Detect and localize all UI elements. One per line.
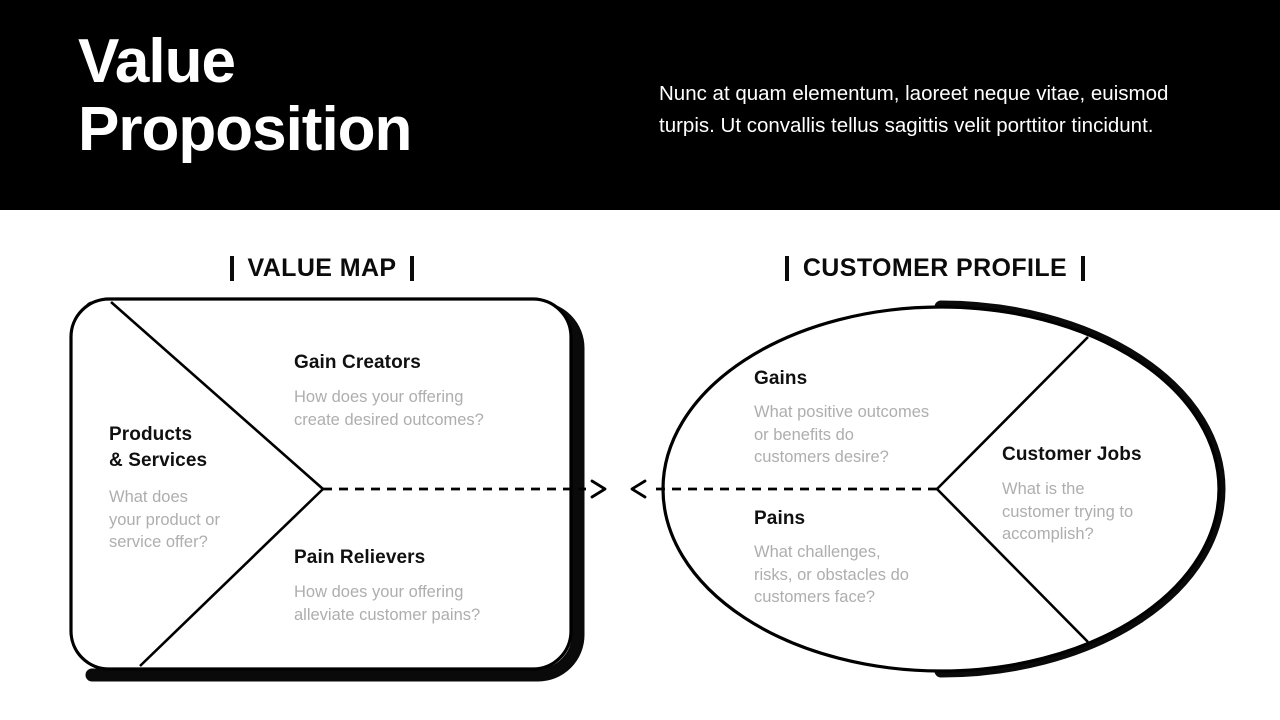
block-products-services: Products & Services What does your produ…	[109, 422, 289, 554]
block-gain-creators-title: Gain Creators	[294, 352, 421, 373]
block-gains-description: What positive outcomes or benefits do cu…	[754, 403, 930, 466]
page-title: Value Proposition	[78, 27, 412, 164]
block-pains: Pains What challenges, risks, or obstacl…	[754, 506, 954, 609]
section-heading-value-map-label: VALUE MAP	[247, 253, 397, 282]
block-customer-jobs-title: Customer Jobs	[1002, 444, 1142, 465]
vertical-bar-icon	[229, 255, 234, 281]
value-map-divider-upper	[110, 301, 324, 490]
customer-profile-divider-lower	[936, 488, 1089, 643]
vertical-bar-icon	[1081, 255, 1086, 281]
page-subtitle: Nunc at quam elementum, laoreet neque vi…	[659, 82, 1169, 137]
block-customer-jobs: Customer Jobs What is the customer tryin…	[1002, 442, 1192, 546]
vertical-bar-icon	[410, 255, 415, 281]
section-heading-customer-profile-label: CUSTOMER PROFILE	[802, 253, 1068, 282]
value-map-shape	[69, 297, 573, 671]
value-map-divider-lower	[139, 488, 324, 667]
vertical-bar-icon	[784, 255, 789, 281]
block-pain-relievers: Pain Relievers How does your offering al…	[294, 545, 544, 626]
section-heading-value-map: VALUE MAP	[132, 252, 512, 284]
block-products-services-title: Products & Services	[109, 424, 208, 471]
block-gains: Gains What positive outcomes or benefits…	[754, 366, 969, 469]
block-pains-description: What challenges, risks, or obstacles do …	[754, 543, 909, 606]
block-gains-title: Gains	[754, 368, 808, 389]
block-products-services-description: What does your product or service offer?	[109, 488, 220, 551]
block-pain-relievers-description: How does your offering alleviate custome…	[294, 583, 481, 624]
customer-profile-divider-upper	[936, 336, 1089, 490]
section-heading-customer-profile: CUSTOMER PROFILE	[690, 252, 1180, 284]
block-customer-jobs-description: What is the customer trying to accomplis…	[1002, 480, 1134, 543]
block-pain-relievers-title: Pain Relievers	[294, 547, 426, 568]
arrow-left-icon	[630, 479, 647, 499]
arrow-right-icon	[590, 479, 607, 499]
value-proposition-diagram	[69, 297, 1226, 682]
page-header: Value Proposition Nunc at quam elementum…	[0, 0, 1280, 210]
block-gain-creators-description: How does your offering create desired ou…	[294, 388, 484, 429]
block-gain-creators: Gain Creators How does your offering cre…	[294, 350, 539, 431]
block-pains-title: Pains	[754, 508, 806, 529]
